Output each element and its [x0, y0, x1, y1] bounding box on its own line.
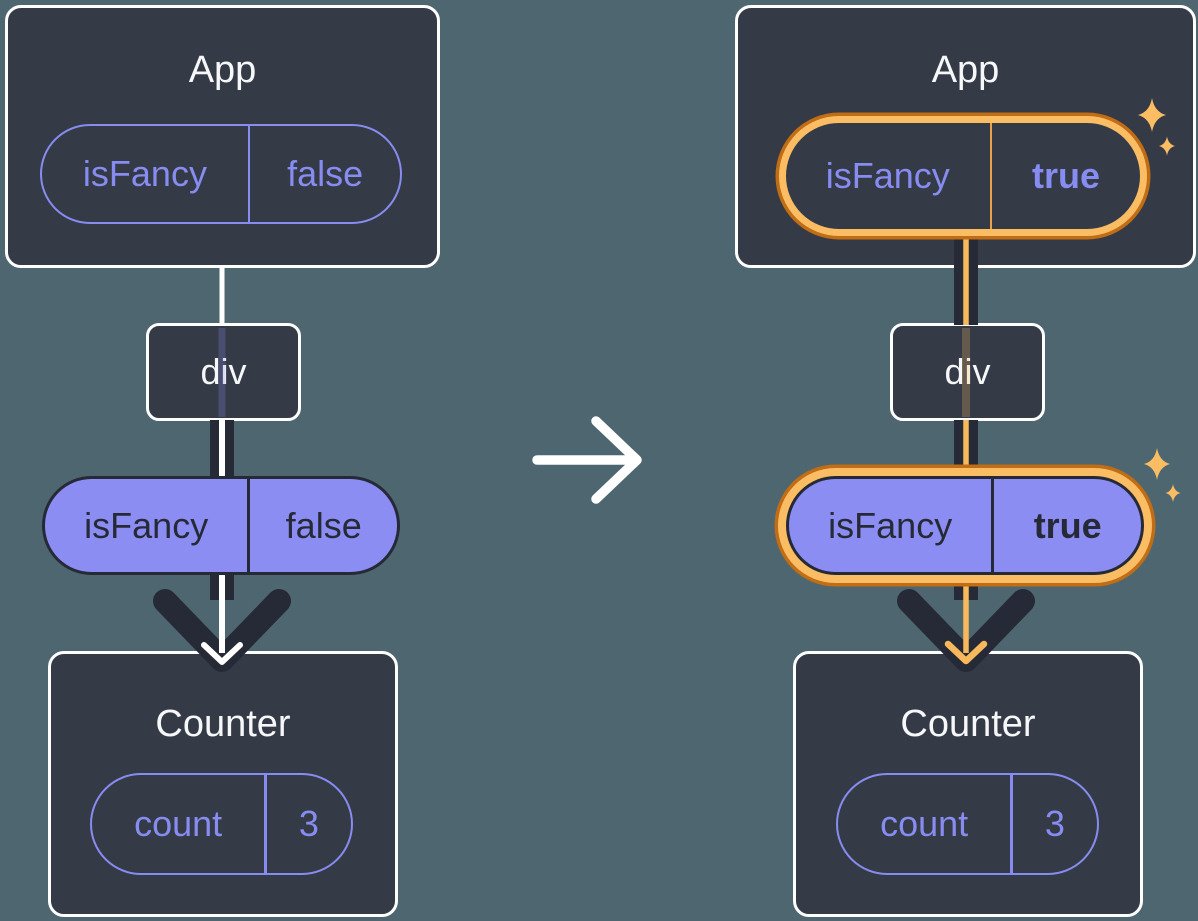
- pill-divider: [989, 123, 993, 229]
- left-counter-state-pill: count 3: [90, 773, 353, 875]
- left-down-arrowhead-white: [201, 642, 243, 665]
- sparkle-icon: [1165, 484, 1181, 502]
- right-passed-prop-pill-highlighted: isFancy true: [786, 476, 1144, 575]
- pill-divider: [247, 126, 251, 222]
- left-div-box: div: [146, 323, 301, 421]
- state-name-label: isFancy: [825, 155, 950, 196]
- right-counter-title: Counter: [900, 703, 1036, 745]
- pill-divider: [991, 479, 995, 572]
- pill-divider: [1010, 775, 1013, 873]
- prop-value-label: false: [285, 504, 362, 546]
- state-name-label: isFancy: [82, 153, 207, 194]
- right-app-state-pill-highlighted: isFancy true: [779, 116, 1147, 236]
- right-down-arrowhead-orange: [944, 640, 988, 665]
- pill-divider: [247, 479, 251, 572]
- state-value-label: true: [1032, 155, 1101, 196]
- right-div-label: div: [944, 351, 990, 393]
- pill-divider: [264, 775, 267, 873]
- state-name-label: count: [134, 803, 223, 844]
- sparkle-icon: [1144, 448, 1170, 480]
- left-counter-title: Counter: [155, 703, 291, 745]
- prop-name-label: isFancy: [84, 504, 209, 546]
- transition-arrowhead-right-icon: [591, 416, 642, 504]
- left-app-state-pill: isFancy false: [40, 124, 402, 224]
- left-app-title: App: [188, 49, 257, 91]
- left-div-label: div: [200, 351, 246, 393]
- prop-name-label: isFancy: [828, 504, 953, 546]
- left-passed-prop-pill: isFancy false: [42, 476, 400, 575]
- sparkle-icon: [1138, 98, 1166, 132]
- state-name-label: count: [880, 803, 969, 844]
- sparkle-icon: [1159, 136, 1175, 156]
- prop-value-label: true: [1033, 504, 1102, 546]
- right-app-title: App: [931, 49, 1000, 91]
- right-counter-state-pill: count 3: [836, 773, 1099, 875]
- state-value-label: 3: [298, 803, 319, 844]
- state-value-label: false: [287, 153, 364, 194]
- state-value-label: 3: [1044, 803, 1065, 844]
